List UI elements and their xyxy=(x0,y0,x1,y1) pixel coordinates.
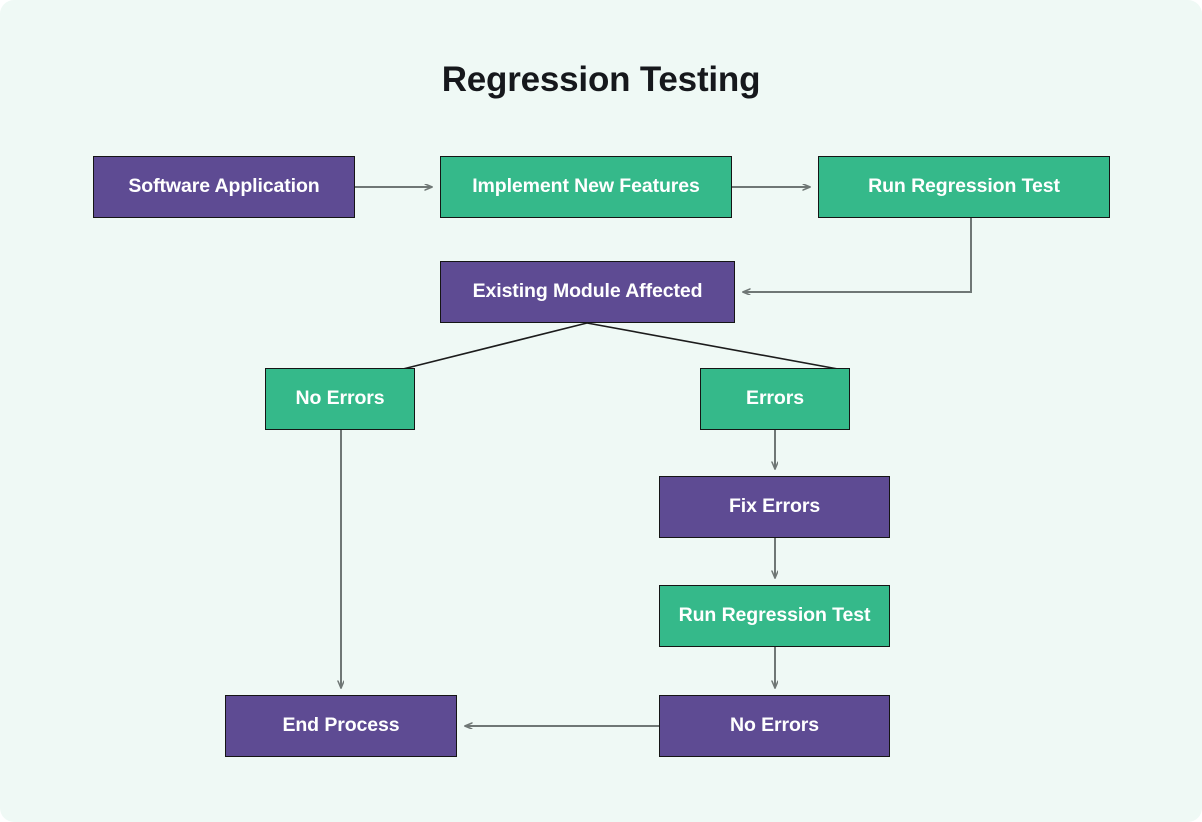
node-label: Implement New Features xyxy=(472,175,700,198)
node-label: Software Application xyxy=(128,175,320,198)
node-label: No Errors xyxy=(729,714,820,737)
edge-existing-module-to-no-errors xyxy=(402,322,588,370)
node-label: No Errors xyxy=(295,387,385,410)
page-title: Regression Testing xyxy=(441,60,761,99)
node-software-application[interactable]: Software Application xyxy=(93,156,355,218)
edge-run-test-to-existing-module xyxy=(743,218,972,292)
node-label: Run Regression Test xyxy=(678,604,871,627)
node-existing-module-affected[interactable]: Existing Module Affected xyxy=(440,261,735,323)
node-no-errors-bottom[interactable]: No Errors xyxy=(659,695,890,757)
node-label: Run Regression Test xyxy=(868,175,1060,198)
node-label: Existing Module Affected xyxy=(472,280,703,303)
node-no-errors-left[interactable]: No Errors xyxy=(265,368,415,430)
node-fix-errors[interactable]: Fix Errors xyxy=(659,476,890,538)
node-run-regression-test-top[interactable]: Run Regression Test xyxy=(818,156,1110,218)
node-run-regression-test-bottom[interactable]: Run Regression Test xyxy=(659,585,890,647)
node-label: End Process xyxy=(282,714,400,737)
node-label: Errors xyxy=(746,387,804,410)
edge-existing-module-to-errors xyxy=(586,322,839,370)
node-errors[interactable]: Errors xyxy=(700,368,850,430)
node-label: Fix Errors xyxy=(728,495,821,518)
node-end-process[interactable]: End Process xyxy=(225,695,457,757)
node-implement-new-features[interactable]: Implement New Features xyxy=(440,156,732,218)
